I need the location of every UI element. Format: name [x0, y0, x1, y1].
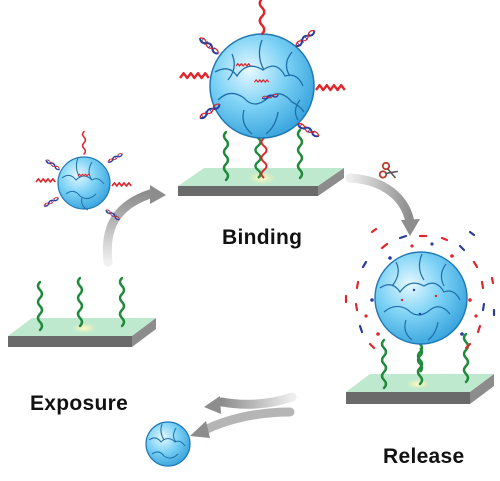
stage-label-release: Release — [383, 445, 465, 468]
arrow-release-to-exposure — [217, 392, 297, 409]
arrowhead-to-release — [401, 219, 420, 236]
cycle-arrows — [102, 173, 420, 438]
arrow-release-to-particle — [200, 407, 295, 435]
arrowhead-to-exposure — [204, 396, 221, 414]
small-nanoparticle-exposed — [35, 130, 132, 222]
released-fragments — [344, 227, 496, 350]
arrow-binding-to-release — [345, 173, 415, 227]
arrowhead-to-particle — [190, 421, 210, 438]
stage-label-binding: Binding — [222, 226, 303, 249]
arrowhead-to-binding — [150, 185, 166, 204]
large-nanoparticle-release — [374, 251, 468, 345]
arrow-up-to-binding — [102, 189, 155, 267]
scissors-icon — [378, 161, 399, 179]
large-nanoparticle-binding — [209, 33, 315, 139]
released-dots — [364, 242, 478, 336]
bare-nanoparticle — [145, 421, 191, 467]
exposure-stage — [8, 276, 156, 347]
binding-stage — [178, 0, 346, 196]
release-stage — [344, 227, 496, 404]
stage-label-exposure: Exposure — [30, 392, 129, 415]
